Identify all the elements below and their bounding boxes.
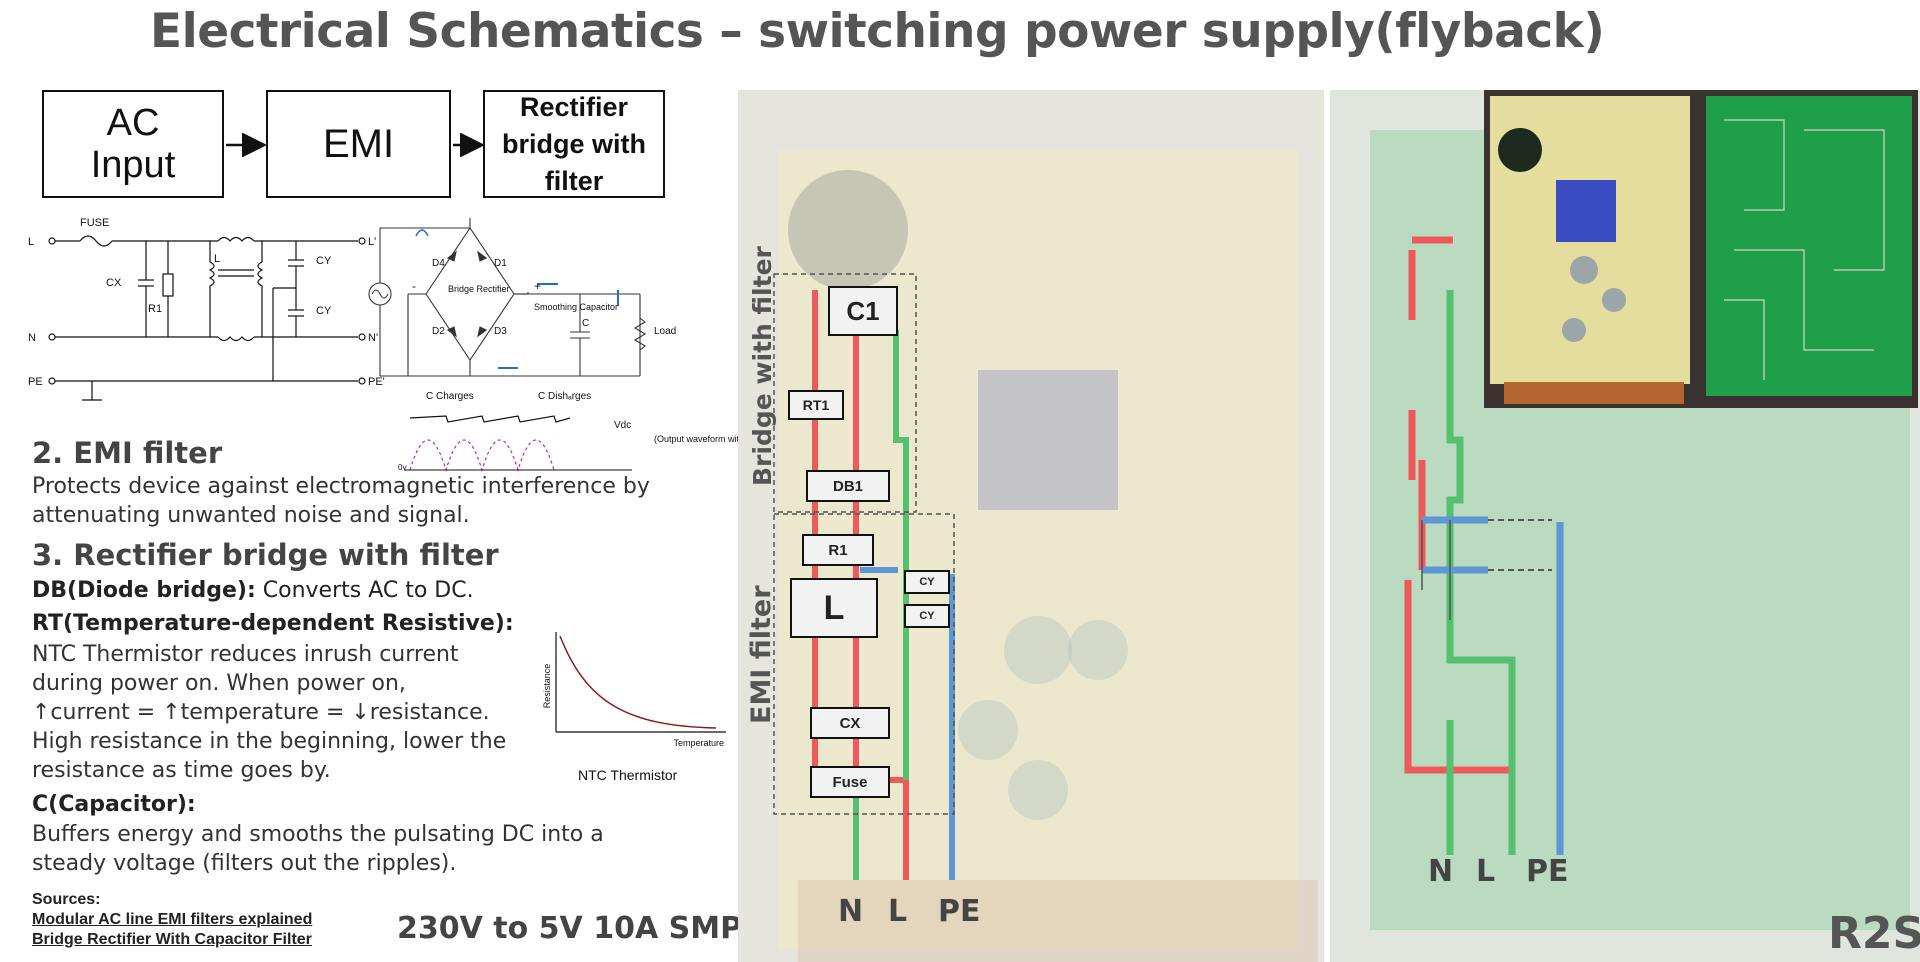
emi-group-label: EMI filter	[746, 585, 777, 724]
front-terminal-n: N	[838, 894, 864, 929]
rect-cap-label: C	[582, 318, 589, 329]
front-terminal-l: L	[888, 894, 908, 929]
flow-ac-input-box: AC Input	[42, 90, 224, 198]
emi-pe-in: PE	[28, 376, 43, 388]
photo-wash	[738, 90, 1324, 962]
ntc-graph: Resistance Temperature NTC Thermistor	[542, 632, 726, 783]
inset-photo-illustration	[1490, 96, 1912, 404]
emi-inductor-label: L	[214, 253, 220, 265]
emi-group-outline	[773, 513, 955, 815]
c-term: C(Capacitor):	[32, 792, 196, 817]
rt-line: during power on. When power on,	[32, 671, 406, 696]
emi-n-in: N	[28, 332, 36, 344]
board-label-rt1: RT1	[788, 390, 844, 420]
board-label-l: L	[790, 578, 878, 638]
smps-label: 230V to 5V 10A SMPS	[397, 911, 764, 946]
emi-pe-out: PE'	[368, 376, 385, 388]
board-label-fuse: Fuse	[810, 766, 890, 798]
emi-cx-label: CX	[106, 277, 122, 289]
rect-load-label: Load	[654, 326, 676, 337]
source-link-emi[interactable]: Modular AC line EMI filters explained	[32, 911, 313, 928]
sources-label: Sources:	[32, 891, 101, 908]
rect-discharges-label: C Dishₐrges	[538, 391, 591, 402]
rect-zero-label: 0v	[398, 463, 406, 472]
rt-term: RT(Temperature-dependent Resistive):	[32, 611, 514, 636]
emi-cy-bottom: CY	[316, 305, 332, 317]
back-terminal-l: L	[1476, 854, 1496, 889]
board-label-cy-2: CY	[904, 604, 950, 628]
ntc-caption: NTC Thermistor	[578, 767, 678, 783]
rt-line: NTC Thermistor reduces inrush current	[32, 642, 459, 667]
emi-section-heading: 2. EMI filter	[32, 436, 223, 470]
rt-line: High resistance in the beginning, lower …	[32, 729, 507, 754]
emi-l-out: L'	[368, 236, 376, 248]
rt-line: ↑current = ↑temperature = ↓resistance.	[32, 700, 490, 725]
rect-waveform-note: (Output waveform without capacitor)	[654, 434, 738, 444]
flow-rectifier-label: Rectifier bridge with filter	[502, 91, 646, 196]
rect-d4-label: D4	[432, 258, 445, 269]
emi-section-text: Protects device against electromagnetic …	[32, 474, 650, 528]
pcb-front-photo: C1 RT1 DB1 R1 L CY CY CX Fuse Bridge wit…	[738, 90, 1324, 962]
rect-minus-label: -	[412, 279, 416, 293]
c-text: Buffers energy and smooths the pulsating…	[32, 820, 604, 878]
rect-smoothing-label: Smoothing Capacitor	[534, 302, 618, 312]
c-line: steady voltage (filters out the ripples)…	[32, 851, 457, 876]
board-label-cx: CX	[810, 707, 890, 739]
bridge-group-outline	[773, 273, 917, 513]
source-link-rectifier[interactable]: Bridge Rectifier With Capacitor Filter	[32, 931, 312, 948]
rect-plus-label: +	[534, 279, 541, 293]
emi-filter-schematic: L N PE FUSE CX R1 L CY CY L' N' PE'	[28, 217, 385, 401]
emi-l-in: L	[28, 236, 34, 248]
sources: Sources: Modular AC line EMI filters exp…	[32, 890, 312, 950]
flow-rectifier-box: Rectifier bridge with filter	[483, 90, 665, 198]
emi-fuse-label: FUSE	[80, 217, 109, 229]
rectifier-schematic: D4 D1 D2 D3 Bridge Rectifier Smoothing C…	[368, 218, 738, 473]
flow-emi-label: EMI	[322, 121, 395, 166]
emi-r1-label: R1	[148, 303, 162, 315]
board-label-db1: DB1	[806, 470, 890, 502]
board-label-r1: R1	[802, 534, 874, 566]
ntc-ylabel: Resistance	[542, 664, 552, 709]
board-label-c1: C1	[828, 286, 898, 336]
rect-bridge-label: Bridge Rectifier	[448, 284, 510, 294]
inset-photo	[1484, 90, 1918, 408]
rect-d3-label: D3	[494, 326, 507, 337]
back-terminal-pe: PE	[1526, 854, 1569, 889]
rect-d2-label: D2	[432, 326, 445, 337]
ntc-xlabel: Temperature	[673, 738, 724, 748]
flow-arrows	[226, 133, 484, 157]
db-definition: DB(Diode bridge): Converts AC to DC.	[32, 578, 474, 603]
rt-line: resistance as time goes by.	[32, 758, 331, 783]
rect-d1-label: D1	[494, 258, 507, 269]
page-title: Electrical Schematics – switching power …	[150, 4, 1605, 59]
emi-cy-top: CY	[316, 255, 332, 267]
pcb-front-illustration	[773, 150, 1318, 962]
flow-emi-box: EMI	[266, 90, 451, 198]
c-line: Buffers energy and smooths the pulsating…	[32, 822, 604, 847]
ntc-curve	[559, 635, 717, 729]
emi-n-out: N'	[368, 332, 378, 344]
board-label-cy-1: CY	[904, 570, 950, 594]
rect-charges-label: C Charges	[426, 391, 474, 402]
bridge-group-label: Bridge with filter	[748, 246, 777, 486]
pcb-back-photo: N L PE	[1330, 90, 1920, 962]
db-text: Converts AC to DC.	[255, 578, 474, 603]
rt-text: NTC Thermistor reduces inrush current du…	[32, 640, 506, 785]
back-terminal-n: N	[1428, 854, 1454, 889]
front-terminal-pe: PE	[938, 894, 981, 929]
watermark-logo: R2S	[1828, 908, 1920, 959]
rect-vdc-label: Vdc	[614, 420, 631, 431]
db-term: DB(Diode bridge):	[32, 578, 256, 603]
rect-section-heading: 3. Rectifier bridge with filter	[32, 538, 499, 572]
flow-ac-input-label: AC Input	[90, 102, 176, 186]
